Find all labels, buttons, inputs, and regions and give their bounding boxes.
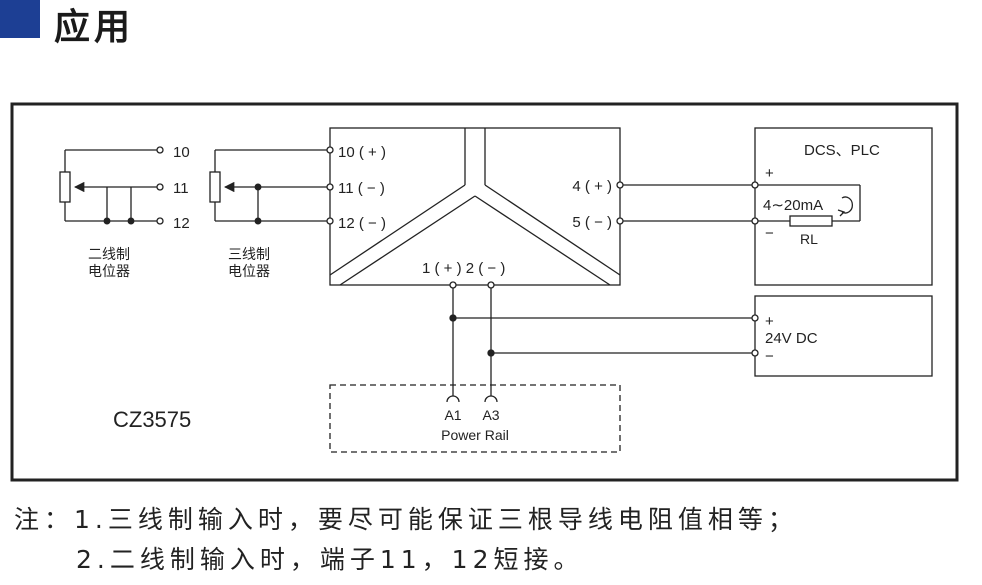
section-title: 应用	[54, 7, 135, 48]
three-wire-potentiometer	[209, 149, 327, 225]
output-terminal-5: 5 ( − )	[572, 214, 612, 231]
note-line-1: 注：1.三线制输入时，要尽可能保证三根导线电阻值相等；	[14, 505, 798, 534]
isolator-module	[326, 127, 624, 286]
note-line-2: 2.二线制输入时，端子11，12短接。	[76, 545, 584, 574]
load-resistor	[789, 215, 833, 227]
rail-a1-label: A1	[444, 407, 461, 423]
power-wiring	[449, 281, 755, 396]
dc-supply-box	[751, 295, 933, 377]
output-terminal-4: 4 ( + )	[572, 178, 612, 195]
potentiometer-resistor	[59, 171, 71, 203]
supply-voltage-label: 24V DC	[765, 330, 818, 347]
two-wire-potentiometer	[59, 146, 164, 225]
power-rail-box	[329, 384, 621, 453]
three-wire-label: 三线制	[228, 246, 270, 262]
rl-label: RL	[800, 231, 818, 247]
diagram-frame	[10, 102, 959, 482]
output-wiring	[623, 184, 755, 222]
dcs-minus: −	[765, 225, 774, 242]
potentiometer-label: 电位器	[88, 263, 130, 279]
two-wire-label: 二线制	[88, 246, 130, 262]
dcs-plc-box	[751, 127, 933, 286]
input-terminal-12: 12 ( − )	[338, 215, 386, 232]
terminal-12-label: 12	[173, 215, 190, 232]
current-loop-icon	[841, 196, 853, 214]
supply-plus: +	[765, 313, 774, 330]
potentiometer-label: 电位器	[228, 263, 270, 279]
power-terminals-label: 1 ( + ) 2 ( − )	[422, 260, 505, 277]
power-rail-label: Power Rail	[441, 427, 509, 443]
supply-minus: −	[765, 348, 774, 365]
title-marker	[0, 0, 40, 38]
terminal-11-label: 11	[173, 180, 189, 197]
rail-a3-label: A3	[482, 407, 499, 423]
input-terminal-11: 11 ( − )	[338, 180, 385, 197]
signal-range-label: 4∼20mA	[763, 197, 823, 214]
dcs-plc-title: DCS、PLC	[804, 142, 880, 159]
input-terminal-10: 10 ( + )	[338, 144, 386, 161]
model-label: CZ3575	[113, 407, 191, 432]
potentiometer-resistor	[209, 171, 221, 203]
terminal-10-label: 10	[173, 144, 190, 161]
dcs-plus: +	[765, 165, 774, 182]
